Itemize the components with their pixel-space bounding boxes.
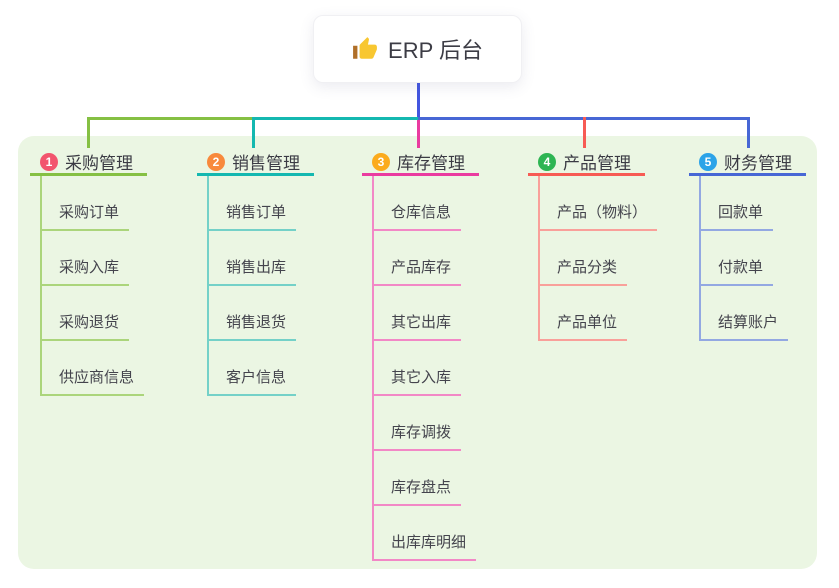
child-label: 仓库信息 <box>391 204 452 221</box>
child-node[interactable]: 产品分类 <box>540 231 628 286</box>
child-label: 采购入库 <box>59 259 120 276</box>
branch-label: 销售管理 <box>232 154 300 173</box>
branch-badge: 2 <box>207 152 225 171</box>
child-label: 付款单 <box>718 259 764 276</box>
child-label: 销售出库 <box>226 259 287 276</box>
branch-badge: 4 <box>538 152 556 171</box>
branch-node-sales[interactable]: 2 销售管理 <box>197 150 314 176</box>
child-label: 出库库明细 <box>391 534 467 551</box>
connector-drop-inventory <box>417 120 420 148</box>
child-node[interactable]: 库存盘点 <box>374 451 462 506</box>
child-node[interactable]: 出库库明细 <box>374 506 477 561</box>
child-label: 产品分类 <box>557 259 618 276</box>
child-label: 库存调拨 <box>391 424 452 441</box>
child-node[interactable]: 客户信息 <box>209 341 297 396</box>
child-node[interactable]: 采购入库 <box>42 231 130 286</box>
child-label: 采购退货 <box>59 314 120 331</box>
child-label: 产品（物料） <box>557 204 648 221</box>
branch-children: 仓库信息 产品库存 其它出库 其它入库 库存调拨 库存盘点 出库库明细 <box>372 176 477 561</box>
branch-badge: 5 <box>699 152 717 171</box>
branch-children: 回款单 付款单 结算账户 <box>699 176 789 341</box>
branch-node-product[interactable]: 4 产品管理 <box>528 150 645 176</box>
child-node[interactable]: 销售退货 <box>209 286 297 341</box>
branch-purchase: 1 采购管理 采购订单 采购入库 采购退货 供应商信息 <box>30 150 147 396</box>
branch-label: 库存管理 <box>397 154 465 173</box>
child-label: 供应商信息 <box>59 369 135 386</box>
root-stem-connector <box>417 83 420 118</box>
child-node[interactable]: 其它出库 <box>374 286 462 341</box>
branch-inventory: 3 库存管理 仓库信息 产品库存 其它出库 其它入库 库存调拨 库存盘点 出库库… <box>362 150 479 561</box>
child-node[interactable]: 销售订单 <box>209 176 297 231</box>
child-label: 其它入库 <box>391 369 452 386</box>
branch-node-finance[interactable]: 5 财务管理 <box>689 150 806 176</box>
child-node[interactable]: 采购订单 <box>42 176 130 231</box>
connector-drop-purchase <box>87 117 90 148</box>
child-node[interactable]: 结算账户 <box>701 286 789 341</box>
connector-segment-sales <box>254 117 418 120</box>
branch-product: 4 产品管理 产品（物料） 产品分类 产品单位 <box>528 150 658 341</box>
branch-children: 产品（物料） 产品分类 产品单位 <box>538 176 658 341</box>
child-node[interactable]: 产品单位 <box>540 286 628 341</box>
thumbs-up-icon <box>352 36 378 62</box>
child-label: 销售退货 <box>226 314 287 331</box>
branch-badge: 1 <box>40 152 58 171</box>
child-label: 产品单位 <box>557 314 618 331</box>
child-label: 客户信息 <box>226 369 287 386</box>
root-node[interactable]: ERP 后台 <box>313 15 522 83</box>
connector-drop-sales <box>252 117 255 148</box>
child-node[interactable]: 付款单 <box>701 231 774 286</box>
child-node[interactable]: 销售出库 <box>209 231 297 286</box>
child-label: 其它出库 <box>391 314 452 331</box>
child-node[interactable]: 回款单 <box>701 176 774 231</box>
background-panel <box>18 136 817 569</box>
branch-children: 销售订单 销售出库 销售退货 客户信息 <box>207 176 297 396</box>
child-node[interactable]: 采购退货 <box>42 286 130 341</box>
child-node[interactable]: 库存调拨 <box>374 396 462 451</box>
branch-node-purchase[interactable]: 1 采购管理 <box>30 150 147 176</box>
child-node[interactable]: 产品（物料） <box>540 176 658 231</box>
child-node[interactable]: 仓库信息 <box>374 176 462 231</box>
child-label: 产品库存 <box>391 259 452 276</box>
branch-children: 采购订单 采购入库 采购退货 供应商信息 <box>40 176 145 396</box>
connector-segment-purchase <box>88 117 254 120</box>
branch-badge: 3 <box>372 152 390 171</box>
child-node[interactable]: 其它入库 <box>374 341 462 396</box>
child-node[interactable]: 产品库存 <box>374 231 462 286</box>
connector-drop-finance <box>747 117 750 148</box>
branch-label: 财务管理 <box>724 154 792 173</box>
branch-node-inventory[interactable]: 3 库存管理 <box>362 150 479 176</box>
child-label: 结算账户 <box>718 314 779 331</box>
connector-drop-product <box>583 117 586 148</box>
branch-sales: 2 销售管理 销售订单 销售出库 销售退货 客户信息 <box>197 150 314 396</box>
child-label: 库存盘点 <box>391 479 452 496</box>
branch-label: 采购管理 <box>65 154 133 173</box>
root-label: ERP 后台 <box>388 38 483 63</box>
child-node[interactable]: 供应商信息 <box>42 341 145 396</box>
child-label: 回款单 <box>718 204 764 221</box>
branch-finance: 5 财务管理 回款单 付款单 结算账户 <box>689 150 806 341</box>
child-label: 采购订单 <box>59 204 120 221</box>
child-label: 销售订单 <box>226 204 287 221</box>
branch-label: 产品管理 <box>563 154 631 173</box>
